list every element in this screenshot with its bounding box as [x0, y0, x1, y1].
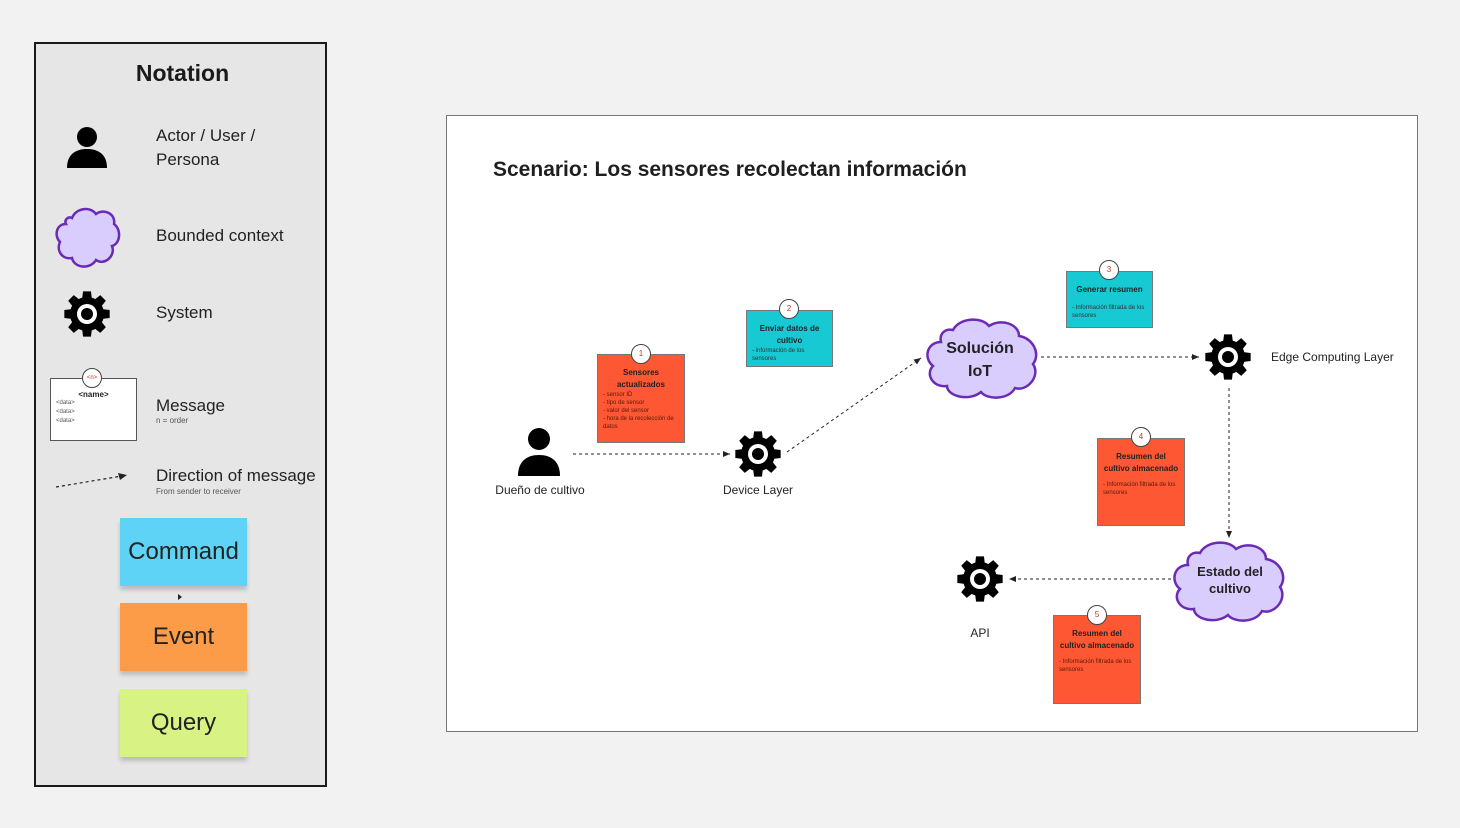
- arrow-device-to-iot: [786, 357, 922, 453]
- system-label: System: [156, 303, 213, 322]
- sticky-event: Event: [120, 603, 247, 671]
- cloud-icon: [1173, 541, 1285, 622]
- gear-icon: [735, 431, 781, 477]
- message-card-5[interactable]: Resumen del cultivo almacenado - Informa…: [1053, 615, 1141, 704]
- message-name: Sensores actualizados: [616, 368, 665, 389]
- message-badge-2: 2: [779, 299, 799, 319]
- solucion-iot-label: Solución IoT: [946, 340, 1014, 380]
- message-item: - valor del sensor: [603, 408, 650, 414]
- message-card-item: <data>: [56, 409, 75, 415]
- message-badge-5: 5: [1087, 605, 1107, 625]
- message-name: Enviar datos de cultivo: [759, 324, 820, 345]
- message-card-name: <name>: [78, 390, 109, 399]
- small-arrow-icon: [178, 594, 182, 600]
- estado-cultivo-label: Estado del cultivo: [1197, 564, 1263, 596]
- notation-panel: Notation Actor / User / Persona Bounded …: [34, 42, 327, 787]
- direction-sub: From sender to receiver: [156, 487, 241, 496]
- cloud-icon: [926, 318, 1038, 399]
- message-item: - hora de la recolección de datos: [603, 416, 674, 430]
- message-card-badge: <n>: [82, 368, 102, 388]
- message-sub: n = order: [156, 416, 189, 425]
- actor-node-label: Dueño de cultivo: [495, 483, 585, 497]
- message-item: - Información filtrada de los sensores: [1072, 305, 1145, 319]
- gear-icon: [1205, 334, 1251, 380]
- cloud-icon: [55, 207, 121, 268]
- message-badge-1: 1: [631, 344, 651, 364]
- message-item: - información de los sensores: [752, 348, 805, 362]
- gear-icon: [957, 556, 1003, 602]
- message-badge-3: 3: [1099, 260, 1119, 280]
- message-card-item: <data>: [56, 418, 75, 424]
- person-icon: [518, 428, 560, 476]
- direction-label: Direction of message: [156, 466, 316, 485]
- device-layer-label: Device Layer: [722, 483, 794, 497]
- message-name: Resumen del cultivo almacenado: [1059, 629, 1135, 650]
- message-card-sample: <name> <data> <data> <data>: [50, 378, 137, 441]
- bounded-context-label: Bounded context: [156, 226, 284, 245]
- edge-layer-label: Edge Computing Layer: [1271, 350, 1394, 364]
- sticky-command: Command: [120, 518, 247, 586]
- message-card-item: <data>: [56, 400, 75, 406]
- message-card-1[interactable]: Sensores actualizados - sensor ID - tipo…: [597, 354, 685, 443]
- message-label: Message: [156, 396, 225, 415]
- message-item: - tipo de sensor: [603, 400, 645, 406]
- message-card-4[interactable]: Resumen del cultivo almacenado - Informa…: [1097, 438, 1185, 526]
- message-card-2[interactable]: Enviar datos de cultivo - información de…: [746, 310, 833, 367]
- sticky-query: Query: [120, 689, 247, 757]
- message-item: - sensor ID: [603, 392, 633, 398]
- notation-title: Notation: [135, 60, 230, 86]
- message-item: - Información filtrada de los sensores: [1103, 482, 1176, 496]
- message-arrows: [573, 354, 1232, 582]
- message-badge-4: 4: [1131, 427, 1151, 447]
- gear-icon: [64, 291, 110, 337]
- scenario-frame: Scenario: Los sensores recolectan inform…: [446, 115, 1418, 732]
- dashed-arrow-icon: [55, 473, 127, 488]
- api-label: API: [970, 626, 990, 640]
- message-name: Generar resumen: [1076, 285, 1143, 294]
- message-item: - Información filtrada de los sensores: [1059, 659, 1132, 673]
- scenario-title: Scenario: Los sensores recolectan inform…: [493, 158, 967, 181]
- person-icon: [67, 127, 107, 168]
- message-name: Resumen del cultivo almacenado: [1103, 452, 1179, 473]
- actor-label: Actor / User / Persona: [156, 126, 256, 169]
